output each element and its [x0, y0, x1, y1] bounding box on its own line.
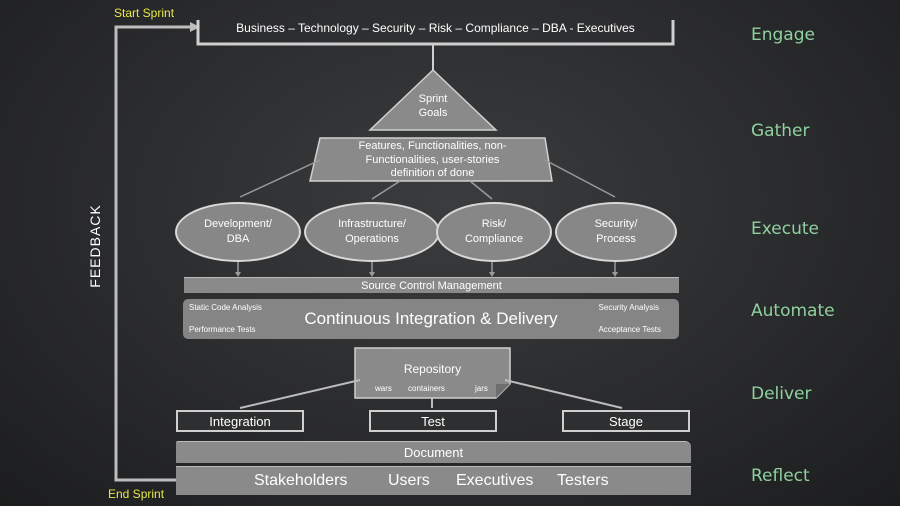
features-line3: definition of done [390, 167, 475, 179]
features-trapezoid [309, 137, 553, 182]
ci-performance: Performance Tests [189, 325, 256, 334]
audience-executives: Executives [456, 472, 534, 489]
risk-line2: Compliance [464, 233, 524, 245]
ci-security: Security Analysis [598, 303, 659, 312]
source-control-bar: Source Control Management [184, 277, 679, 293]
sec-line2: Process [596, 233, 636, 245]
arrow-repo-stage [504, 379, 623, 409]
infra-line1: Infrastructure/ [338, 218, 406, 230]
end-sprint-label: End Sprint [108, 487, 165, 501]
ellipse-development-dba: Development/DBA [175, 202, 301, 262]
ellipse-security-process: Security/Process [555, 202, 677, 262]
arrow-features-infra [371, 180, 401, 200]
ci-title: Continuous Integration & Delivery [304, 309, 558, 328]
start-sprint-label: Start Sprint [114, 6, 175, 20]
stakeholder-list: Business – Technology – Security – Risk … [236, 21, 635, 35]
sprint-goals-text: Sprint Goals [395, 92, 471, 120]
repository-wars: wars [375, 384, 392, 393]
phase-execute: Execute [751, 219, 819, 239]
ci-delivery-bar: Static Code Analysis Performance Tests S… [183, 299, 679, 339]
env-integration: Integration [176, 410, 304, 432]
audience-testers: Testers [557, 472, 609, 489]
sprint-goals-triangle [368, 68, 498, 131]
risk-line1: Risk/ [481, 218, 507, 230]
feedback-loop-line [114, 25, 190, 482]
features-text: Features, Functionalities, non- Function… [320, 140, 545, 181]
arrow-features-sec [544, 159, 616, 198]
env-test: Test [369, 410, 497, 432]
phase-automate: Automate [751, 301, 835, 321]
dev-line1: Development/ [204, 218, 272, 230]
ellipse-risk-compliance: Risk/Compliance [436, 202, 552, 262]
sprint-goals-line2: Goals [418, 107, 448, 119]
phase-gather: Gather [751, 121, 810, 141]
features-line1: Features, Functionalities, non- [358, 140, 507, 152]
infra-line2: Operations [345, 233, 399, 245]
audience-bar: Stakeholders Users Executives Testers [176, 466, 691, 495]
env-stage: Stage [562, 410, 690, 432]
audience-users: Users [388, 472, 430, 489]
audience-stakeholders: Stakeholders [254, 472, 348, 489]
sec-line1: Security/ [594, 218, 638, 230]
repository-title: Repository [403, 362, 462, 376]
ellipse-infrastructure-operations: Infrastructure/Operations [304, 202, 440, 262]
phase-engage: Engage [751, 25, 815, 45]
feedback-arrowhead [190, 22, 200, 32]
features-line2: Functionalities, user-stories [365, 153, 500, 166]
repository-jars: jars [475, 384, 488, 393]
dev-line2: DBA [226, 233, 250, 245]
ci-static-code: Static Code Analysis [189, 303, 262, 312]
arrow-features-dev [239, 159, 321, 198]
phase-deliver: Deliver [751, 384, 812, 404]
phase-reflect: Reflect [751, 466, 810, 486]
arrow-repo-integration [239, 379, 361, 409]
repository-containers: containers [408, 384, 445, 393]
stakeholder-bracket [196, 20, 675, 46]
feedback-label: FEEDBACK [87, 204, 103, 288]
document-bar: Document [176, 441, 691, 463]
ci-acceptance: Acceptance Tests [598, 325, 661, 334]
sprint-goals-line1: Sprint [418, 93, 448, 105]
arrow-features-risk [469, 180, 493, 200]
